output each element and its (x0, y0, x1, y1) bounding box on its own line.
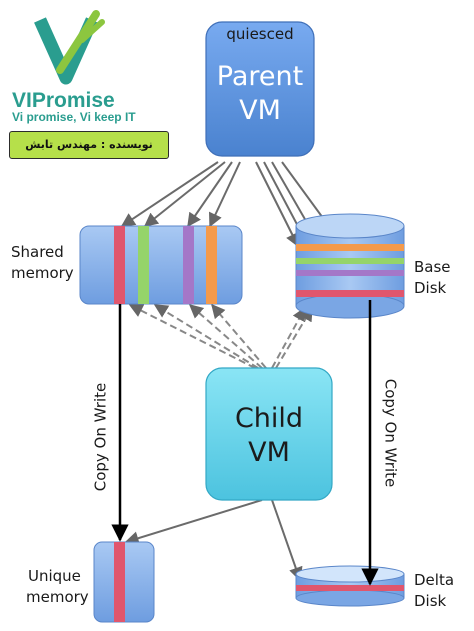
parent-vm-state: quiesced (226, 25, 294, 43)
base-disk-label-1: Base (414, 258, 451, 276)
viprmise-logo-icon (34, 10, 105, 85)
logo-tagline: Vi promise, Vi keep IT (12, 110, 136, 124)
unique-memory-block (93, 541, 155, 623)
stripe-purple (183, 226, 194, 304)
cow-right-label: Copy On Write (381, 378, 400, 488)
child-vm-line1: Child (234, 403, 304, 434)
shared-memory-block (79, 225, 243, 305)
shared-memory-label-1: Shared (11, 243, 64, 261)
shared-memory-label-2: memory (11, 264, 74, 282)
stripe-orange (206, 226, 217, 304)
base-disk-label-2: Disk (414, 279, 447, 297)
parent-vm-line1: Parent (216, 61, 304, 92)
stripe-green (138, 226, 149, 304)
delta-disk-label-2: Disk (414, 592, 447, 610)
child-vm-line2: VM (248, 437, 290, 468)
child-vm-box (205, 367, 333, 501)
child-to-new-arrows (124, 499, 303, 582)
author-badge: نویسنده : مهندس تابش (9, 131, 169, 159)
logo-brand: VIPromise (12, 89, 115, 112)
base-disk-cylinder (295, 213, 405, 319)
child-to-memory-dashed-arrows (128, 303, 313, 369)
delta-disk-label-1: Delta (414, 571, 455, 589)
stripe-red (114, 226, 125, 304)
parent-vm-line2: VM (239, 95, 281, 126)
unique-memory-label-1: Unique (28, 567, 81, 585)
delta-disk-cylinder (295, 565, 405, 607)
parent-vm-box (205, 21, 315, 157)
unique-memory-label-2: memory (26, 588, 89, 606)
cow-left-label: Copy On Write (91, 382, 110, 492)
